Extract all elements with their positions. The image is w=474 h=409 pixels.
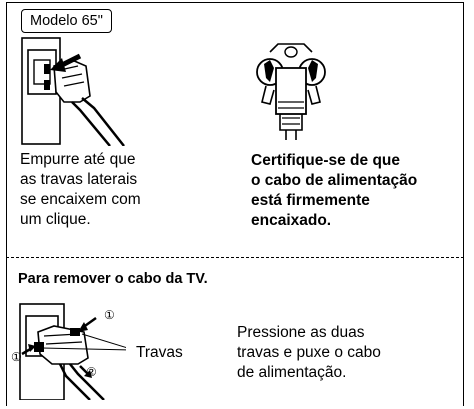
section-divider [6,257,464,258]
latches-label: Travas [136,344,183,361]
model-label: Modelo 65" [21,9,112,33]
plug-insert-illustration [21,37,125,146]
step2-instruction: Certifique-se de que o cabo de alimentaç… [251,152,418,229]
callout-1-left: ① [11,350,22,364]
callout-2: ② [86,365,97,379]
step1-instruction: Empurre até que as travas laterais se en… [20,151,141,228]
remove-cable-heading: Para remover o cabo da TV. [18,271,208,287]
remove-instruction: Pressione as duas travas e puxe o cabo d… [237,324,381,381]
callout-1-top: ① [104,308,115,322]
instruction-panel [6,2,464,406]
plug-latch-closeup-illustration [256,43,326,140]
plug-remove-illustration [19,303,126,400]
